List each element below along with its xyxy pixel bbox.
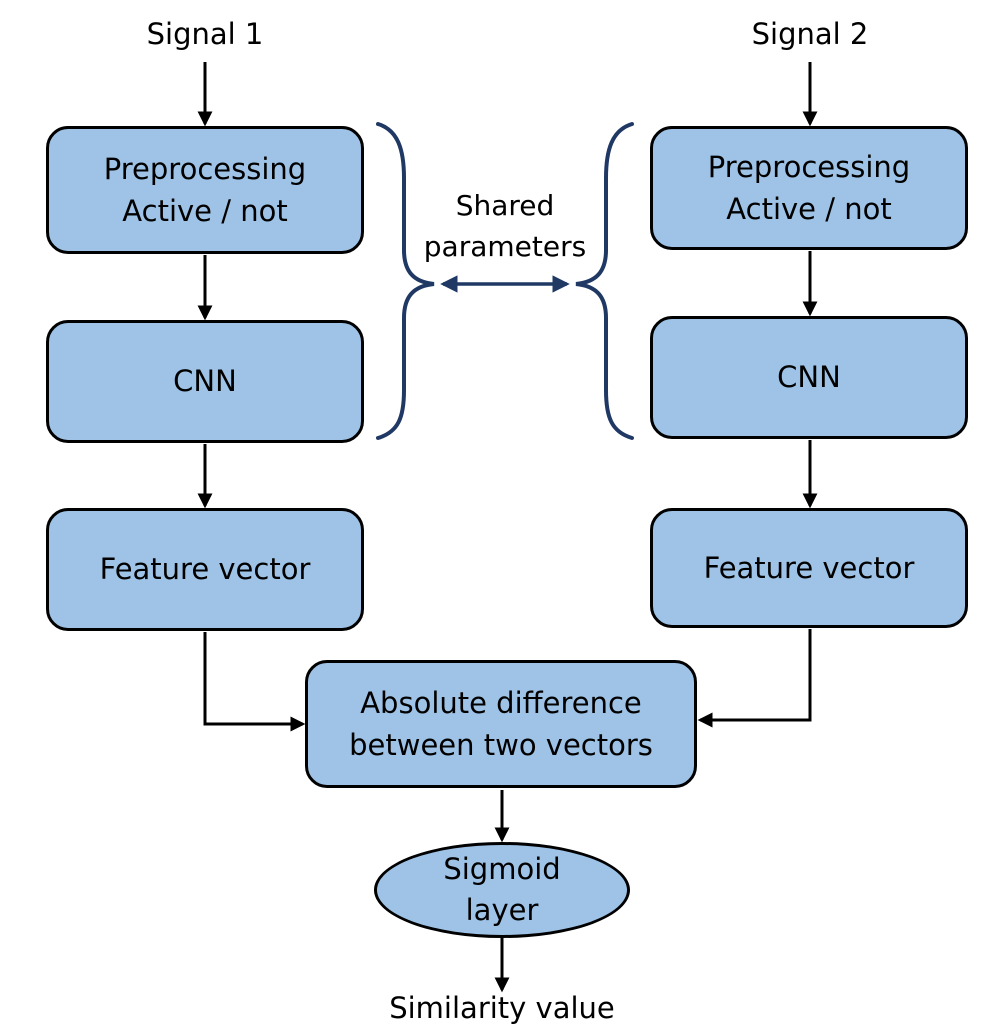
similarity-value-label: Similarity value (389, 991, 615, 1025)
signal-1-label: Signal 1 (146, 17, 264, 51)
shared-parameters-line1: Shared (455, 189, 555, 222)
absolute-difference-line2: between two vectors (349, 728, 653, 762)
left-curly-brace (376, 122, 435, 440)
sigmoid-line2: layer (465, 893, 539, 927)
right-feature-vector-box: Feature vector (650, 508, 968, 628)
shared-parameters-label: Shared parameters (415, 186, 595, 267)
left-cnn-label: CNN (173, 364, 237, 399)
sigmoid-layer-ellipse: Sigmoid layer (374, 842, 630, 938)
right-feature-vector-label: Feature vector (703, 550, 915, 585)
arrow-right-feature-to-difference (697, 629, 812, 728)
left-preprocessing-title: Preprocessing (103, 151, 307, 186)
absolute-difference-line1: Absolute difference (360, 685, 642, 720)
right-preprocessing-subtitle: Active / not (726, 192, 892, 226)
right-cnn-label: CNN (777, 360, 841, 395)
left-feature-vector-label: Feature vector (99, 552, 311, 587)
left-preprocessing-box: Preprocessing Active / not (46, 126, 364, 254)
left-feature-vector-box: Feature vector (46, 508, 364, 631)
right-curly-brace (575, 122, 634, 440)
left-preprocessing-subtitle: Active / not (122, 194, 288, 228)
shared-parameters-line2: parameters (423, 229, 587, 263)
right-preprocessing-title: Preprocessing (707, 149, 911, 184)
absolute-difference-box: Absolute difference between two vectors (305, 660, 697, 788)
arrow-left-feature-to-difference (203, 632, 306, 732)
signal-2-label: Signal 2 (751, 17, 869, 51)
sigmoid-line1: Sigmoid (443, 852, 561, 887)
left-cnn-box: CNN (46, 320, 364, 443)
right-cnn-box: CNN (650, 316, 968, 439)
right-preprocessing-box: Preprocessing Active / not (650, 126, 968, 250)
